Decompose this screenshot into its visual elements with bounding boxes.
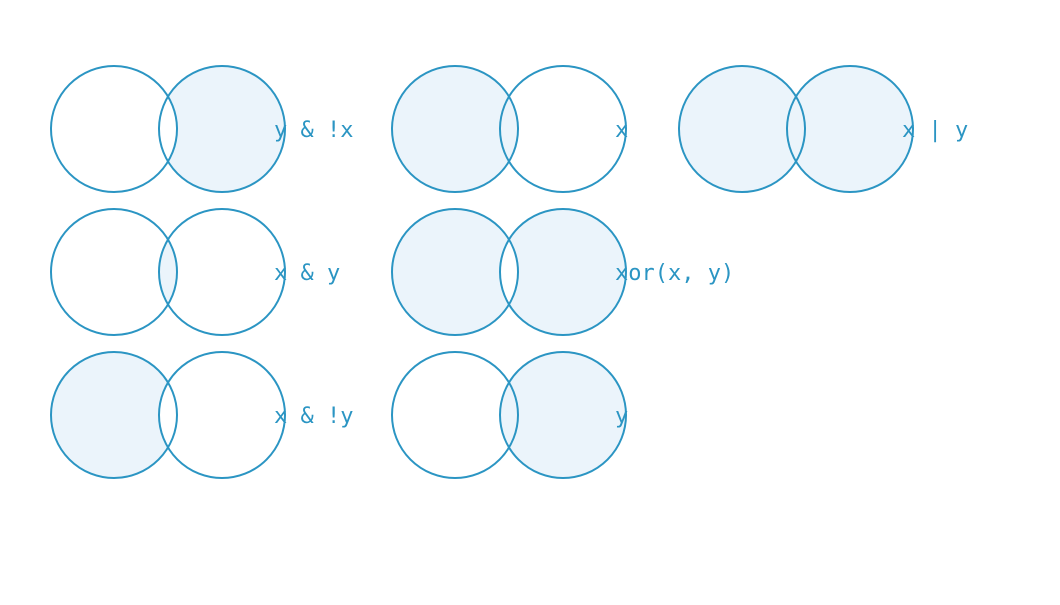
- circle-y: [786, 65, 914, 193]
- circle-x: [391, 65, 519, 193]
- venn-xor-x-y: xor(x, y): [391, 208, 734, 336]
- region-intersection: [159, 96, 177, 162]
- venn-label: x | y: [902, 118, 968, 143]
- region-intersection: [500, 382, 518, 448]
- venn-label: x: [615, 118, 628, 143]
- region-x-only: [51, 209, 177, 335]
- circle-y: [499, 351, 627, 479]
- region-y-only: [787, 66, 914, 193]
- venn-label: xor(x, y): [615, 261, 734, 286]
- venn-y-and-not-x: y & !x: [50, 65, 353, 193]
- circle-x: [50, 351, 178, 479]
- region-y-only: [500, 209, 626, 336]
- region-x-only: [679, 66, 806, 193]
- venn-label: y & !x: [274, 118, 353, 143]
- circle-x: [50, 208, 178, 336]
- region-intersection: [500, 96, 518, 162]
- venn-x: x: [391, 65, 628, 193]
- circle-y: [158, 208, 286, 336]
- region-intersection: [500, 239, 518, 305]
- region-x-only: [51, 66, 177, 193]
- circle-y: [158, 65, 286, 193]
- circle-x: [50, 65, 178, 193]
- circle-y: [499, 65, 627, 193]
- region-x-only: [392, 209, 518, 335]
- region-y-only: [159, 66, 285, 193]
- venn-x-and-not-y: x & !y: [50, 351, 353, 479]
- region-x-only: [392, 66, 518, 193]
- circle-y: [499, 208, 627, 336]
- region-y-only: [500, 66, 627, 193]
- venn-label: y: [615, 404, 628, 429]
- venn-y: y: [391, 351, 628, 479]
- region-y-only: [159, 209, 285, 335]
- circle-x: [391, 351, 519, 479]
- region-x-only: [392, 352, 518, 479]
- circle-x: [678, 65, 806, 193]
- venn-x-or-y: x | y: [678, 65, 968, 193]
- region-y-only: [159, 352, 285, 479]
- region-x-only: [51, 352, 177, 479]
- region-y-only: [500, 352, 627, 479]
- region-intersection: [787, 96, 806, 162]
- region-intersection: [159, 382, 177, 448]
- venn-x-and-y: x & y: [50, 208, 340, 336]
- circle-x: [391, 208, 519, 336]
- circle-y: [158, 351, 286, 479]
- venn-label: x & y: [274, 261, 340, 286]
- region-intersection: [159, 239, 177, 305]
- venn-label: x & !y: [274, 404, 353, 429]
